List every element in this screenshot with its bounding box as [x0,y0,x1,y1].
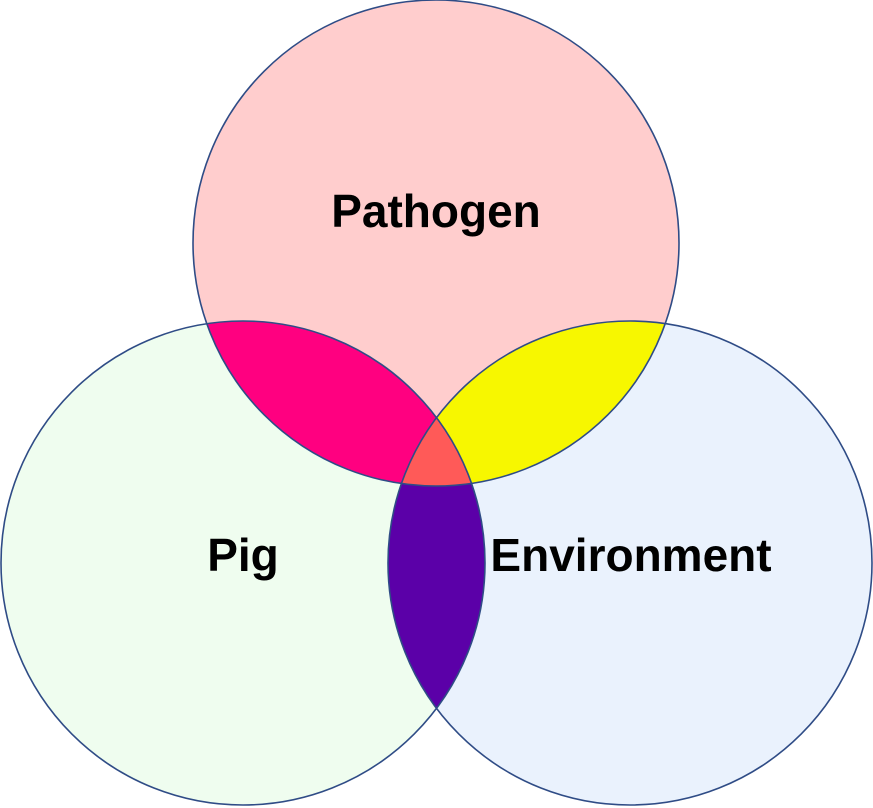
pathogen-outline [192,0,680,487]
pathogen-environment-overlap [388,321,679,486]
pathogen-pig-overlap [193,321,485,486]
pathogen-label: Pathogen [331,185,541,237]
environment-outline [387,320,873,806]
pig-label: Pig [207,529,279,581]
pig-outline [0,320,486,806]
environment-label: Environment [490,529,771,581]
